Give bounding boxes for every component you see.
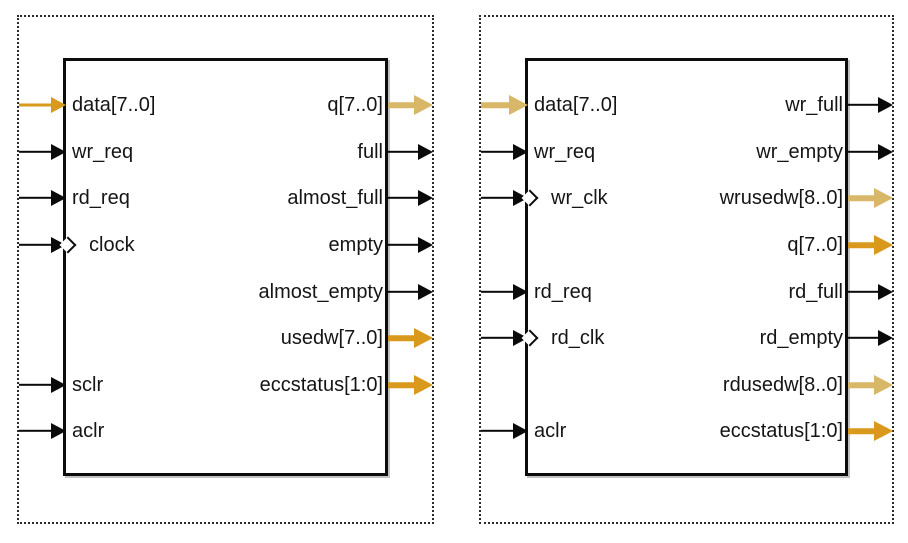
signal-arrow-icon: [481, 135, 528, 169]
port-label: wr_req: [72, 141, 134, 163]
port-wr-req-in: wr_req: [19, 135, 432, 169]
port-rd-req-in: rd_req: [19, 181, 432, 215]
port-almost-empty-out: almost_empty: [19, 275, 433, 309]
port-wrusedw-out: wrusedw[8..0]: [481, 181, 893, 215]
port-wr-empty-out: wr_empty: [481, 135, 893, 169]
single-clock-fifo-boundary: data[7..0] wr_req rd_req clock sclr aclr…: [17, 15, 434, 524]
port-wr-clk-in: wr_clk: [481, 181, 892, 215]
port-rd-req-in: rd_req: [481, 275, 892, 309]
bus-arrow-icon: [388, 88, 433, 122]
port-almost-full-out: almost_full: [19, 181, 433, 215]
port-q-out: q[7..0]: [19, 88, 433, 122]
bus-arrow-icon: [19, 88, 66, 122]
port-label: rd_clk: [551, 327, 605, 349]
bus-arrow-icon: [388, 368, 433, 402]
port-label: wrusedw[8..0]: [719, 187, 843, 209]
port-label: full: [357, 141, 383, 163]
port-label: wr_full: [785, 94, 843, 116]
port-label: eccstatus[1:0]: [259, 374, 383, 396]
port-data-in: data[7..0]: [481, 88, 892, 122]
bus-arrow-icon: [848, 228, 893, 262]
port-label: wr_clk: [551, 187, 608, 209]
signal-arrow-icon: [19, 414, 66, 448]
port-label: sclr: [72, 374, 104, 396]
dual-clock-fifo-boundary: data[7..0] wr_req wr_clk rd_req rd_clk a…: [479, 15, 894, 524]
port-sclr-in: sclr: [19, 368, 432, 402]
port-aclr-in: aclr: [19, 414, 432, 448]
signal-arrow-icon: [481, 275, 528, 309]
port-eccstatus-out: eccstatus[1:0]: [481, 414, 893, 448]
bus-arrow-icon: [388, 321, 433, 355]
port-label: data[7..0]: [534, 94, 618, 116]
port-label: aclr: [72, 420, 105, 442]
port-label: eccstatus[1:0]: [719, 420, 843, 442]
port-q-out: q[7..0]: [481, 228, 893, 262]
port-label: rd_req: [534, 281, 592, 303]
dual-clock-fifo-block: [525, 58, 848, 476]
port-full-out: full: [19, 135, 433, 169]
port-label: almost_empty: [258, 281, 384, 303]
signal-arrow-icon: [388, 228, 433, 262]
signal-arrow-icon: [848, 88, 893, 122]
signal-arrow-icon: [848, 135, 893, 169]
port-rd-empty-out: rd_empty: [481, 321, 893, 355]
port-label: rdusedw[8..0]: [722, 374, 843, 396]
signal-arrow-icon: [19, 135, 66, 169]
port-label: wr_req: [534, 141, 596, 163]
signal-arrow-icon: [388, 275, 433, 309]
port-label: aclr: [534, 420, 567, 442]
port-clock-in: clock: [19, 228, 432, 262]
single-clock-fifo-block: [63, 58, 388, 476]
port-empty-out: empty: [19, 228, 433, 262]
signal-arrow-icon: [388, 135, 433, 169]
bus-arrow-icon: [481, 88, 528, 122]
port-rd-full-out: rd_full: [481, 275, 893, 309]
port-label: q[7..0]: [327, 94, 383, 116]
port-label: rd_req: [72, 187, 130, 209]
port-data-in: data[7..0]: [19, 88, 432, 122]
port-label: q[7..0]: [787, 234, 843, 256]
port-wr-req-in: wr_req: [481, 135, 892, 169]
port-aclr-in: aclr: [481, 414, 892, 448]
port-eccstatus-out: eccstatus[1:0]: [19, 368, 433, 402]
signal-arrow-icon: [848, 275, 893, 309]
port-label: rd_empty: [759, 327, 843, 349]
port-label: rd_full: [788, 281, 843, 303]
port-usedw-out: usedw[7..0]: [19, 321, 433, 355]
port-wr-full-out: wr_full: [481, 88, 893, 122]
bus-arrow-icon: [848, 368, 893, 402]
bus-arrow-icon: [848, 181, 893, 215]
port-label: data[7..0]: [72, 94, 156, 116]
signal-arrow-icon: [19, 368, 66, 402]
port-label: wr_empty: [756, 141, 843, 163]
signal-arrow-icon: [19, 181, 66, 215]
port-rdusedw-out: rdusedw[8..0]: [481, 368, 893, 402]
signal-arrow-icon: [388, 181, 433, 215]
signal-arrow-icon: [848, 321, 893, 355]
bus-arrow-icon: [848, 414, 893, 448]
signal-arrow-icon: [481, 414, 528, 448]
port-rd-clk-in: rd_clk: [481, 321, 892, 355]
port-label: clock: [89, 234, 135, 256]
port-label: usedw[7..0]: [280, 327, 383, 349]
port-label: almost_full: [287, 187, 383, 209]
port-label: empty: [328, 234, 383, 256]
